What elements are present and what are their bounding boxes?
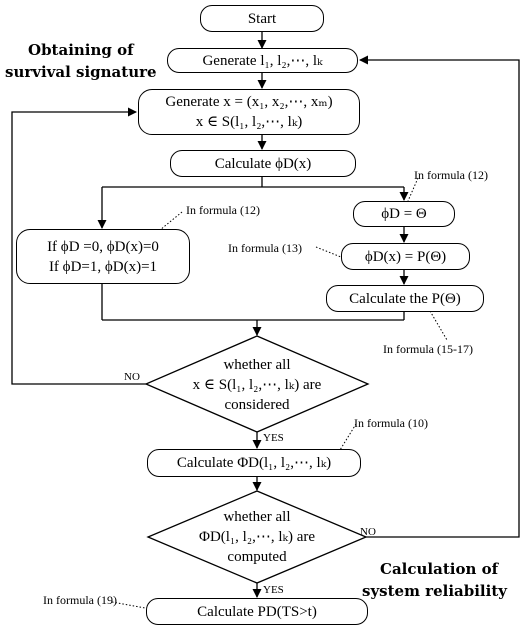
- decision2-line2: ΦD(l₁, l₂,⋯, lₖ) are: [198, 529, 316, 545]
- decision2-line1: whether all: [223, 509, 291, 525]
- annotation-formula-10: In formula (10): [354, 416, 428, 430]
- annotation-formula-15-17: In formula (15-17): [383, 342, 473, 356]
- decision1-line3: considered: [224, 397, 290, 413]
- phi-p-node: ϕD(x) = P(Θ): [341, 243, 470, 270]
- loop-no2: [359, 55, 520, 538]
- calc-phi-node: Calculate ϕD(x): [170, 150, 356, 177]
- annotation-formula-19: In formula (19): [43, 593, 117, 607]
- calc-Phi-label: Calculate ΦD(l₁, l₂,⋯, lₖ): [176, 455, 332, 471]
- leader-f12-left: [159, 211, 183, 231]
- phi-cases-line2: If ϕD=1, ϕD(x)=1: [48, 258, 158, 275]
- leader-f13: [315, 246, 342, 258]
- edge-label-yes1: YES: [263, 432, 284, 444]
- decision2-line3: computed: [227, 549, 287, 565]
- edge-label-no2: NO: [360, 526, 376, 538]
- heading-obtaining-line1: Obtaining of: [28, 41, 134, 60]
- generate-l-node: Generate l₁, l₂,⋯, lₖ: [167, 48, 358, 73]
- heading-calculation-line2: system reliability: [362, 582, 507, 601]
- start-node: Start: [200, 5, 324, 32]
- calc-p-label: Calculate the P(Θ): [349, 290, 461, 307]
- phi-cases-node: If ϕD =0, ϕD(x)=0 If ϕD=1, ϕD(x)=1: [16, 229, 190, 284]
- leader-f15-17: [429, 310, 448, 341]
- heading-calculation-line1: Calculation of: [380, 560, 499, 579]
- phi-theta-node: ϕD = Θ: [353, 201, 455, 227]
- generate-x-line2: x ∈ S(l₁, l₂,⋯, lₖ): [195, 114, 303, 130]
- calc-Phi-node: Calculate ΦD(l₁, l₂,⋯, lₖ): [147, 449, 361, 477]
- decision1-line2: x ∈ S(l₁, l₂,⋯, lₖ) are: [192, 377, 322, 393]
- annotation-formula-13: In formula (13): [228, 241, 302, 255]
- leader-f10: [339, 423, 357, 451]
- phi-theta-label: ϕD = Θ: [381, 206, 427, 222]
- edge-label-no1: NO: [124, 371, 140, 383]
- annotation-formula-12-left: In formula (12): [186, 203, 260, 217]
- calc-PD-label: Calculate PD(TS>t): [197, 603, 317, 620]
- generate-x-node: Generate x = (x₁, x₂,⋯, xₘ) x ∈ S(l₁, l₂…: [138, 89, 360, 135]
- generate-x-line1: Generate x = (x₁, x₂,⋯, xₘ): [165, 94, 333, 110]
- decision2-text: whether all ΦD(l₁, l₂,⋯, lₖ) are compute…: [171, 507, 343, 567]
- loop-no1: [11, 107, 146, 385]
- generate-l-label: Generate l₁, l₂,⋯, lₖ: [202, 52, 323, 69]
- decision1-text: whether all x ∈ S(l₁, l₂,⋯, lₖ) are cons…: [171, 355, 343, 415]
- heading-obtaining-line2: survival signature: [5, 63, 157, 82]
- edge-label-yes2: YES: [263, 584, 284, 596]
- calc-p-node: Calculate the P(Θ): [326, 285, 484, 312]
- calc-PD-node: Calculate PD(TS>t): [146, 598, 368, 625]
- phi-p-label: ϕD(x) = P(Θ): [364, 248, 447, 265]
- phi-cases-line1: If ϕD =0, ϕD(x)=0: [47, 238, 159, 255]
- annotation-formula-12-right: In formula (12): [414, 168, 488, 182]
- calc-phi-label: Calculate ϕD(x): [214, 155, 312, 172]
- leader-f12-right: [407, 177, 419, 202]
- start-label: Start: [247, 10, 277, 27]
- decision1-line1: whether all: [223, 357, 291, 373]
